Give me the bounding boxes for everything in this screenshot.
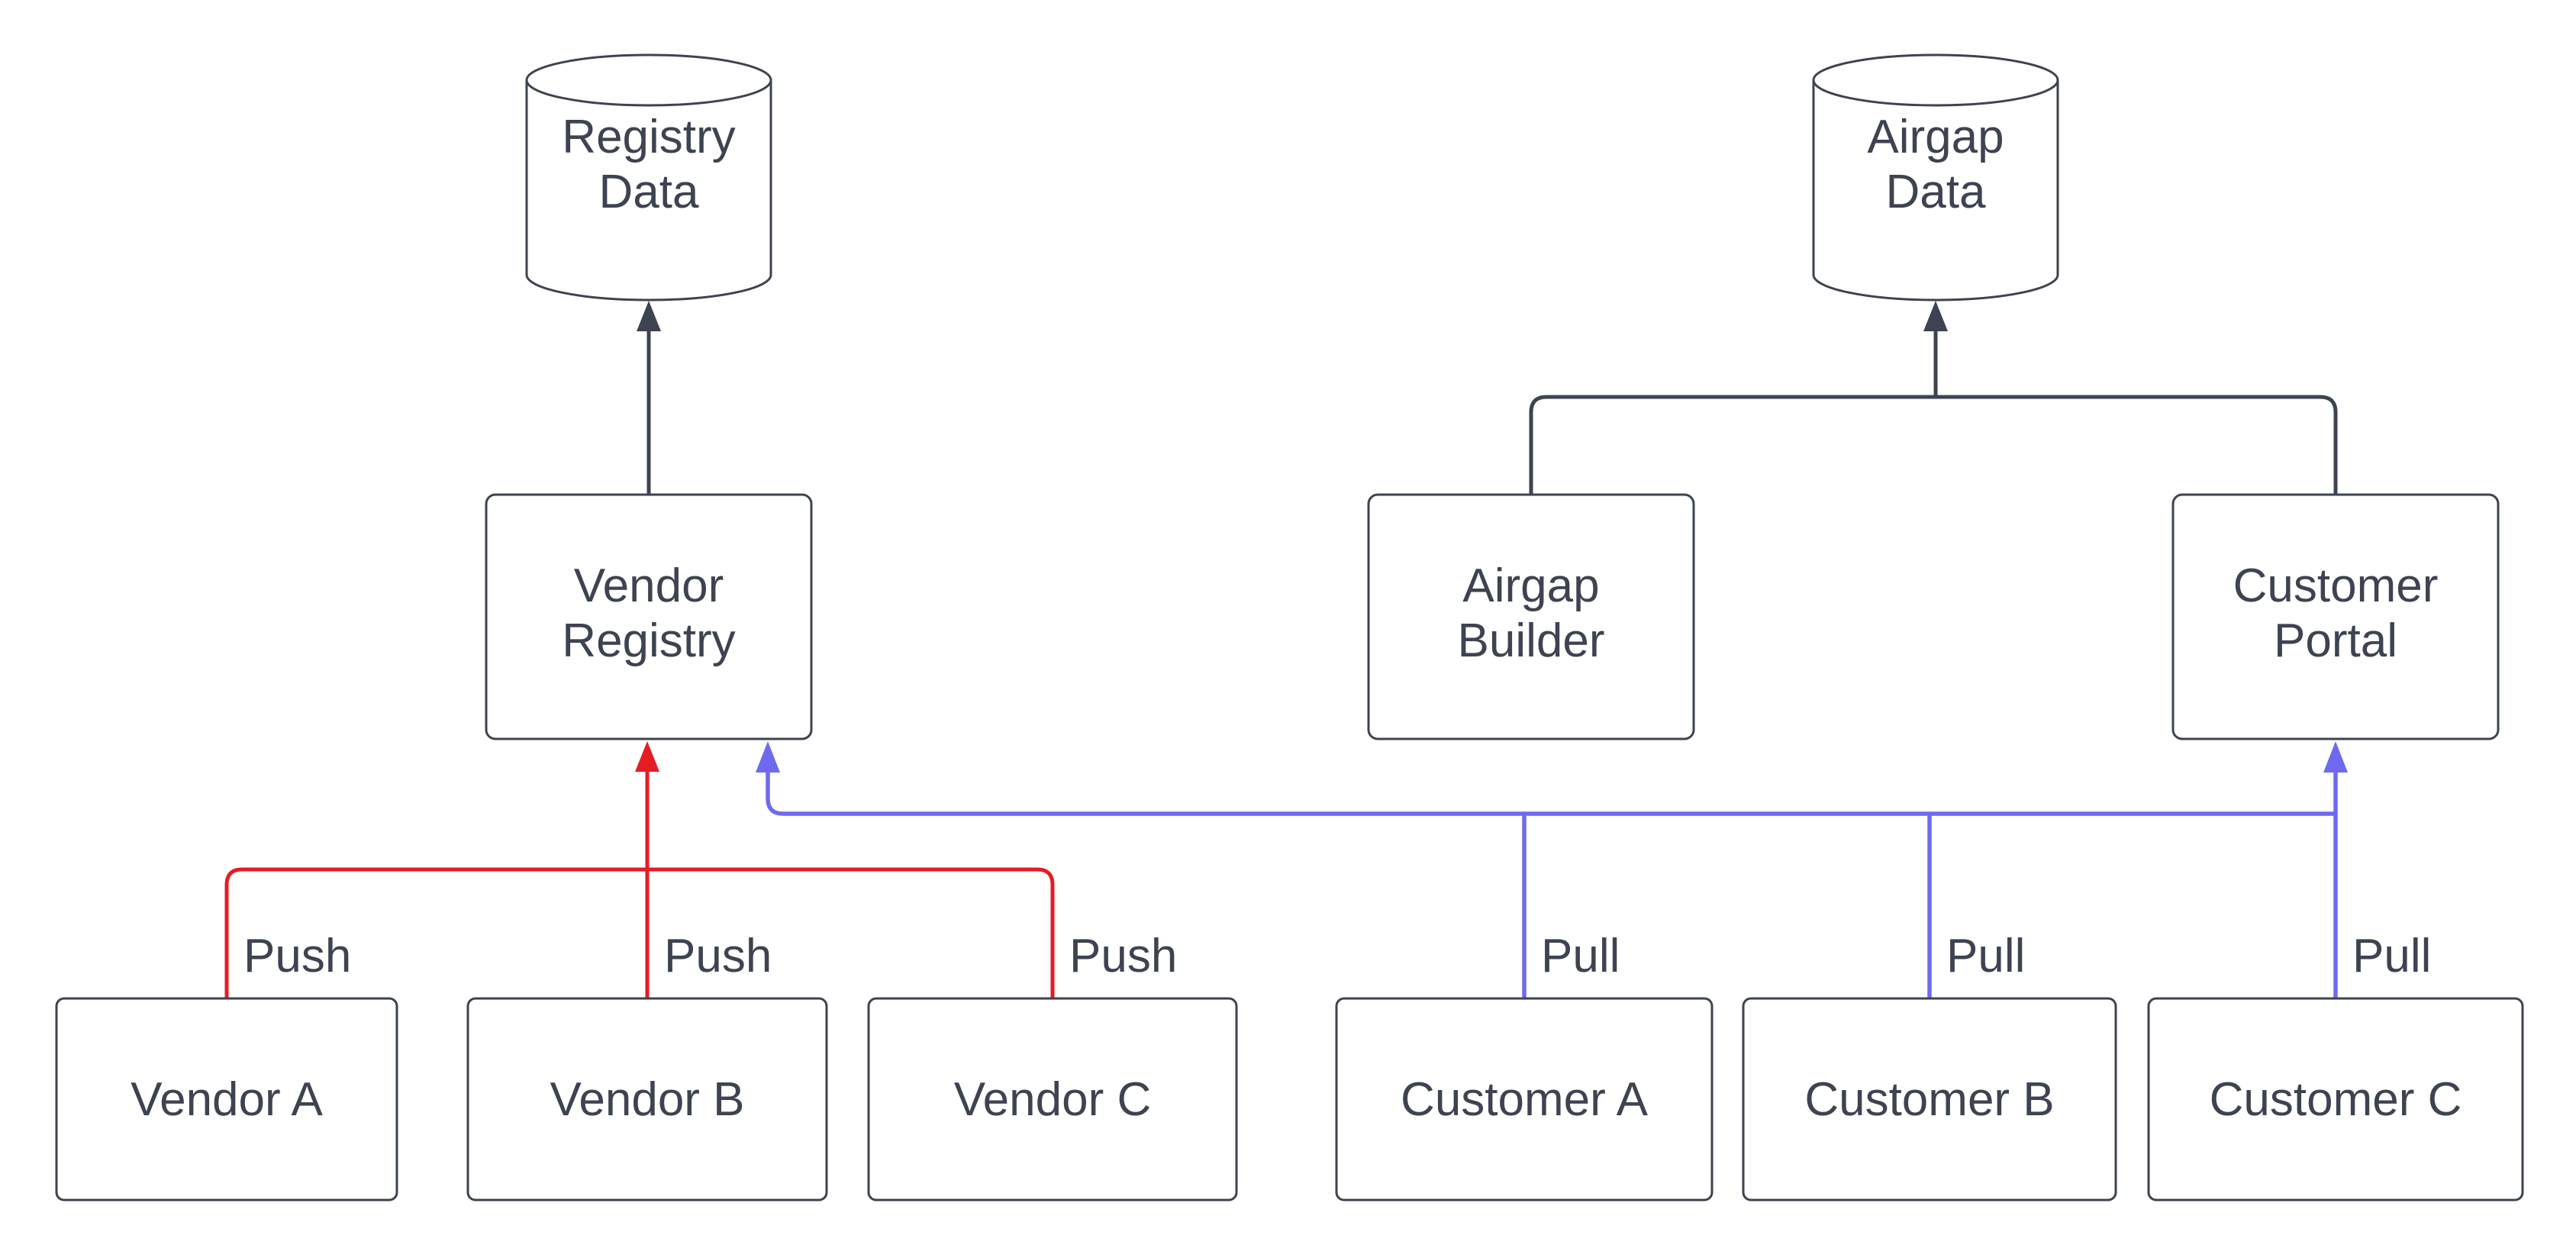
edge-customers-pull-bus (756, 741, 2348, 998)
node-vendor-c: Vendor C (867, 997, 1238, 1202)
arrowhead-up-icon (756, 741, 780, 773)
node-label: Airgap (1867, 111, 2004, 163)
edge-line (224, 867, 1055, 998)
edge-line (766, 773, 2336, 816)
node-label: Airgap (1462, 560, 1599, 612)
node-label: Customer A (1401, 1073, 1649, 1126)
node-label: Customer B (1804, 1073, 2054, 1126)
edge-label-push-vendor-c: Push (1069, 930, 1177, 982)
node-registry-data: Registry Data (525, 53, 772, 302)
box-shape (2147, 997, 2524, 1202)
edge-line (1529, 395, 2338, 495)
edge-label-push-vendor-a: Push (243, 930, 351, 982)
arrowhead-up-icon (637, 301, 661, 331)
node-label: Customer C (2210, 1073, 2462, 1126)
node-label: Customer (2233, 560, 2439, 612)
node-customer-a: Customer A (1335, 997, 1714, 1202)
arrowhead-up-icon (635, 741, 659, 772)
node-customer-b: Customer B (1742, 997, 2117, 1202)
box-shape (1367, 493, 1695, 740)
box-shape (55, 997, 398, 1202)
node-label: Portal (2274, 614, 2397, 667)
box-shape (466, 997, 828, 1202)
node-label: Registry (562, 111, 735, 163)
node-vendor-registry: Vendor Registry (485, 493, 813, 740)
edge-label-pull-customer-a: Pull (1541, 930, 1620, 982)
node-label: Vendor C (954, 1073, 1152, 1126)
box-shape (867, 997, 1238, 1202)
cylinder-top (525, 53, 772, 107)
box-shape (1335, 997, 1714, 1202)
edge-label-pull-customer-b: Pull (1946, 930, 2025, 982)
edge-vendors-push-bus (224, 741, 1055, 998)
box-shape (485, 493, 813, 740)
edge-label-push-vendor-b: Push (664, 930, 772, 982)
box-shape (1742, 997, 2117, 1202)
node-vendor-a: Vendor A (55, 997, 398, 1202)
node-label: Builder (1458, 614, 1605, 667)
edge-label-pull-customer-c: Pull (2352, 930, 2431, 982)
node-label: Data (599, 166, 699, 218)
node-label: Data (1886, 166, 1986, 218)
node-customer-c: Customer C (2147, 997, 2524, 1202)
arrowhead-up-icon (1923, 301, 1948, 331)
node-label: Vendor B (550, 1073, 744, 1126)
node-airgap-builder: Airgap Builder (1367, 493, 1695, 740)
node-vendor-b: Vendor B (466, 997, 828, 1202)
arrowhead-up-icon (2323, 741, 2348, 773)
edge-builder-portal-to-airgap-data (1529, 301, 2338, 495)
node-airgap-data: Airgap Data (1812, 53, 2059, 302)
node-label: Registry (562, 614, 735, 667)
node-customer-portal: Customer Portal (2171, 493, 2500, 740)
edge-vendor-registry-to-registry-data (637, 301, 661, 495)
box-shape (2171, 493, 2500, 740)
node-label: Vendor A (131, 1073, 323, 1126)
cylinder-body (1812, 80, 2059, 302)
cylinder-body (525, 80, 772, 302)
cylinder-top (1812, 53, 2059, 107)
node-label: Vendor (574, 560, 724, 612)
